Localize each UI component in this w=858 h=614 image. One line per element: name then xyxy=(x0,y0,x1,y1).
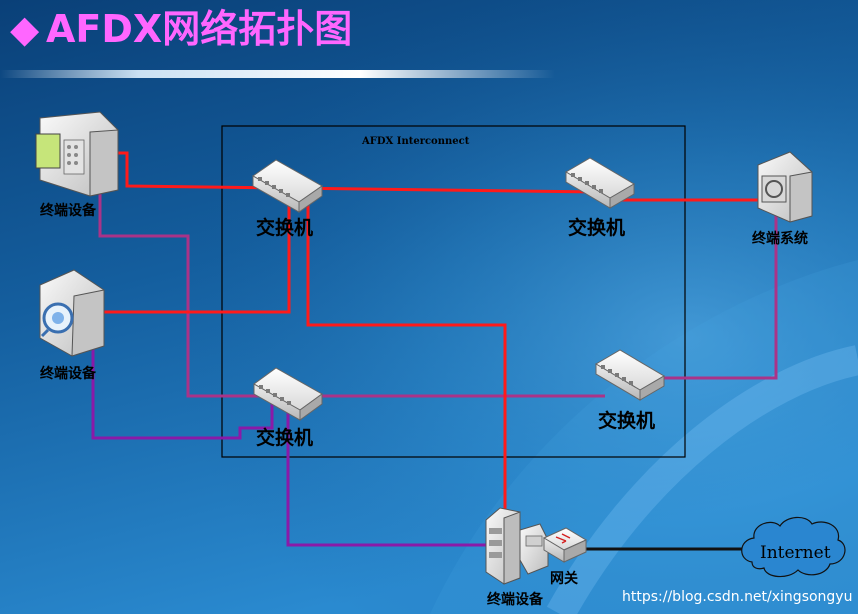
title-bullet: ◆ xyxy=(10,7,40,51)
switch-bottom-right-icon xyxy=(595,349,665,401)
switch-bottom-right-label: 交换机 xyxy=(598,409,655,432)
title-underline xyxy=(0,70,555,78)
end-system-icon xyxy=(757,151,813,223)
watermark: https://blog.csdn.net/xingsongyu xyxy=(622,589,852,605)
page-title: AFDX网络拓扑图 xyxy=(46,7,352,51)
switch-top-left-icon xyxy=(252,159,323,213)
end-device-bottom-label: 终端设备 xyxy=(487,591,544,608)
link-device2-switch-tl xyxy=(72,188,291,314)
cloud-icon xyxy=(741,516,846,578)
internet-label: Internet xyxy=(760,543,831,563)
background-arc-light xyxy=(546,345,858,614)
slide-title: ◆ AFDX网络拓扑图 xyxy=(10,7,352,51)
switch-bottom-left-label: 交换机 xyxy=(256,426,313,449)
server-workstation-icon xyxy=(485,507,549,585)
switch-top-right-label: 交换机 xyxy=(568,216,625,239)
switch-bottom-left-icon xyxy=(253,367,323,421)
display-terminal-icon xyxy=(39,269,105,357)
end-device-mid-label: 终端设备 xyxy=(40,365,97,382)
router-icon xyxy=(542,527,588,563)
end-system-label: 终端系统 xyxy=(752,230,808,247)
gateway-label: 网关 xyxy=(550,570,578,587)
switch-top-right-icon xyxy=(565,157,635,209)
terminal-unit-icon xyxy=(35,111,119,197)
link-switch-bl-device3 xyxy=(286,400,500,547)
link-switch-br-end-system xyxy=(650,205,778,380)
switch-top-left-label: 交换机 xyxy=(256,216,313,239)
afdx-interconnect-box xyxy=(221,125,686,458)
end-device-top-label: 终端设备 xyxy=(40,202,97,219)
interconnect-label: AFDX Interconnect xyxy=(361,136,470,147)
